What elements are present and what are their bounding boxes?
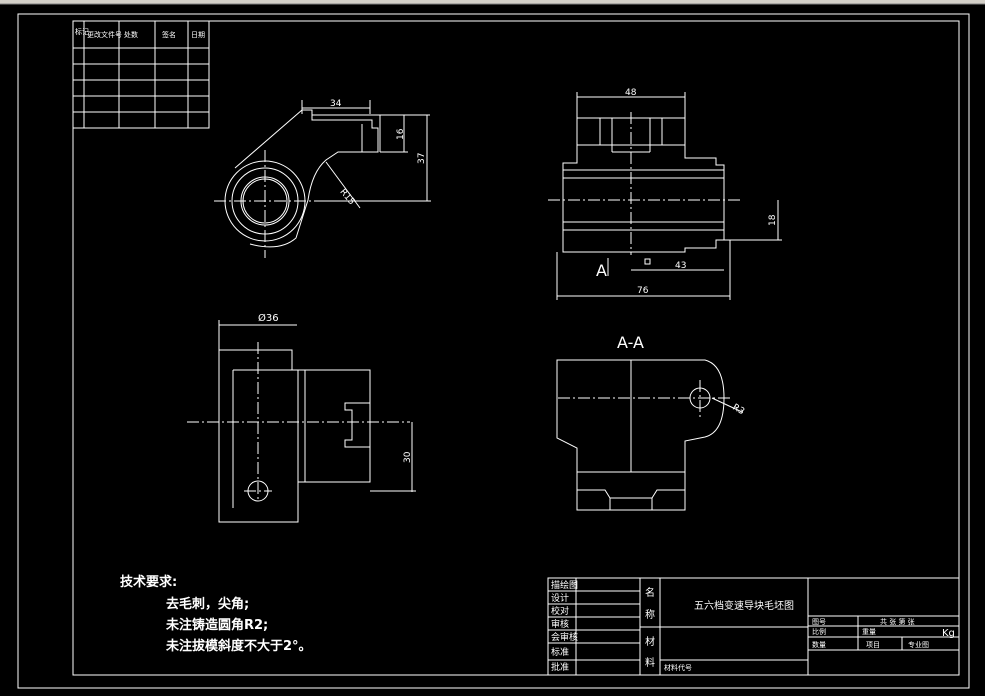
dim-76: 76 — [637, 286, 649, 296]
dim-18: 18 — [768, 214, 778, 226]
inner-frame — [72, 20, 960, 676]
dim-phi36: Ø36 — [258, 312, 279, 324]
tb-design-unit: 专业图 — [908, 640, 929, 649]
rev-header-mark: 标记 — [75, 27, 89, 36]
drawing-name: 五六档变速导块毛坯图 — [694, 599, 794, 612]
dim-37: 37 — [417, 153, 427, 164]
section-mark-a: A — [596, 261, 607, 280]
tb-left-top: 图号 — [812, 618, 826, 626]
dim-16: 16 — [396, 128, 406, 140]
tb-unit-kg: Kg — [942, 628, 955, 639]
tech-note-1: 去毛刺，尖角; — [166, 596, 249, 612]
rev-header-date: 日期 — [191, 31, 205, 39]
tb-name-label-2: 称 — [645, 608, 655, 621]
tb-sheet-label: 共 张 第 张 — [880, 617, 915, 626]
section-title: A-A — [617, 333, 644, 352]
technical-notes: 技术要求: 去毛刺，尖角; 未注铸造圆角R2; 未注拔模斜度不大于2°。 — [120, 574, 312, 654]
tb-project: 项目 — [866, 641, 880, 649]
outer-frame — [17, 13, 970, 689]
tb-material-code: 材料代号 — [664, 663, 692, 672]
view-section-aa: A-A R3 — [556, 333, 746, 511]
tb-weight-label: 重量 — [862, 628, 876, 636]
tech-note-3: 未注拔模斜度不大于2°。 — [165, 638, 312, 654]
tech-note-2: 未注铸造圆角R2; — [165, 617, 268, 633]
revision-table: 标记 更改文件号 处数 签名 日期 — [72, 20, 210, 129]
window-top-bar — [0, 0, 985, 4]
tb-row-2: 校对 — [551, 605, 569, 617]
tb-row-1: 设计 — [551, 592, 569, 604]
tb-row-0: 描绘图 — [551, 579, 578, 591]
dim-r15: R15 — [337, 187, 356, 207]
tb-row-5: 标准 — [551, 646, 569, 658]
tb-scale-label: 比例 — [812, 627, 826, 636]
dim-30: 30 — [403, 451, 413, 463]
tb-row-6: 批准 — [551, 661, 569, 673]
tb-row-4: 会审核 — [551, 631, 578, 643]
rev-header-file: 更改文件号 — [87, 30, 122, 39]
tech-notes-title: 技术要求: — [120, 574, 177, 590]
tb-ratio-label: 数量 — [812, 640, 826, 649]
tb-material-label-2: 料 — [645, 656, 655, 669]
title-block: 描绘图 设计 校对 审核 会审核 标准 批准 名 称 材 料 五六档变速导块毛坯… — [547, 577, 960, 676]
rev-header-sign: 签名 — [162, 30, 176, 39]
tb-name-label-1: 名 — [645, 586, 655, 599]
tb-material-label-1: 材 — [645, 635, 655, 648]
dim-43: 43 — [675, 261, 686, 271]
rev-header-count: 处数 — [124, 30, 138, 39]
view-side: 34 16 37 R15 — [214, 99, 431, 258]
dim-r3: R3 — [731, 403, 746, 418]
dim-48: 48 — [625, 88, 637, 98]
view-front: 48 18 43 76 A — [548, 88, 782, 300]
dim-34: 34 — [330, 99, 342, 109]
tb-row-3: 审核 — [551, 618, 569, 630]
view-top: Ø36 30 — [187, 312, 416, 523]
